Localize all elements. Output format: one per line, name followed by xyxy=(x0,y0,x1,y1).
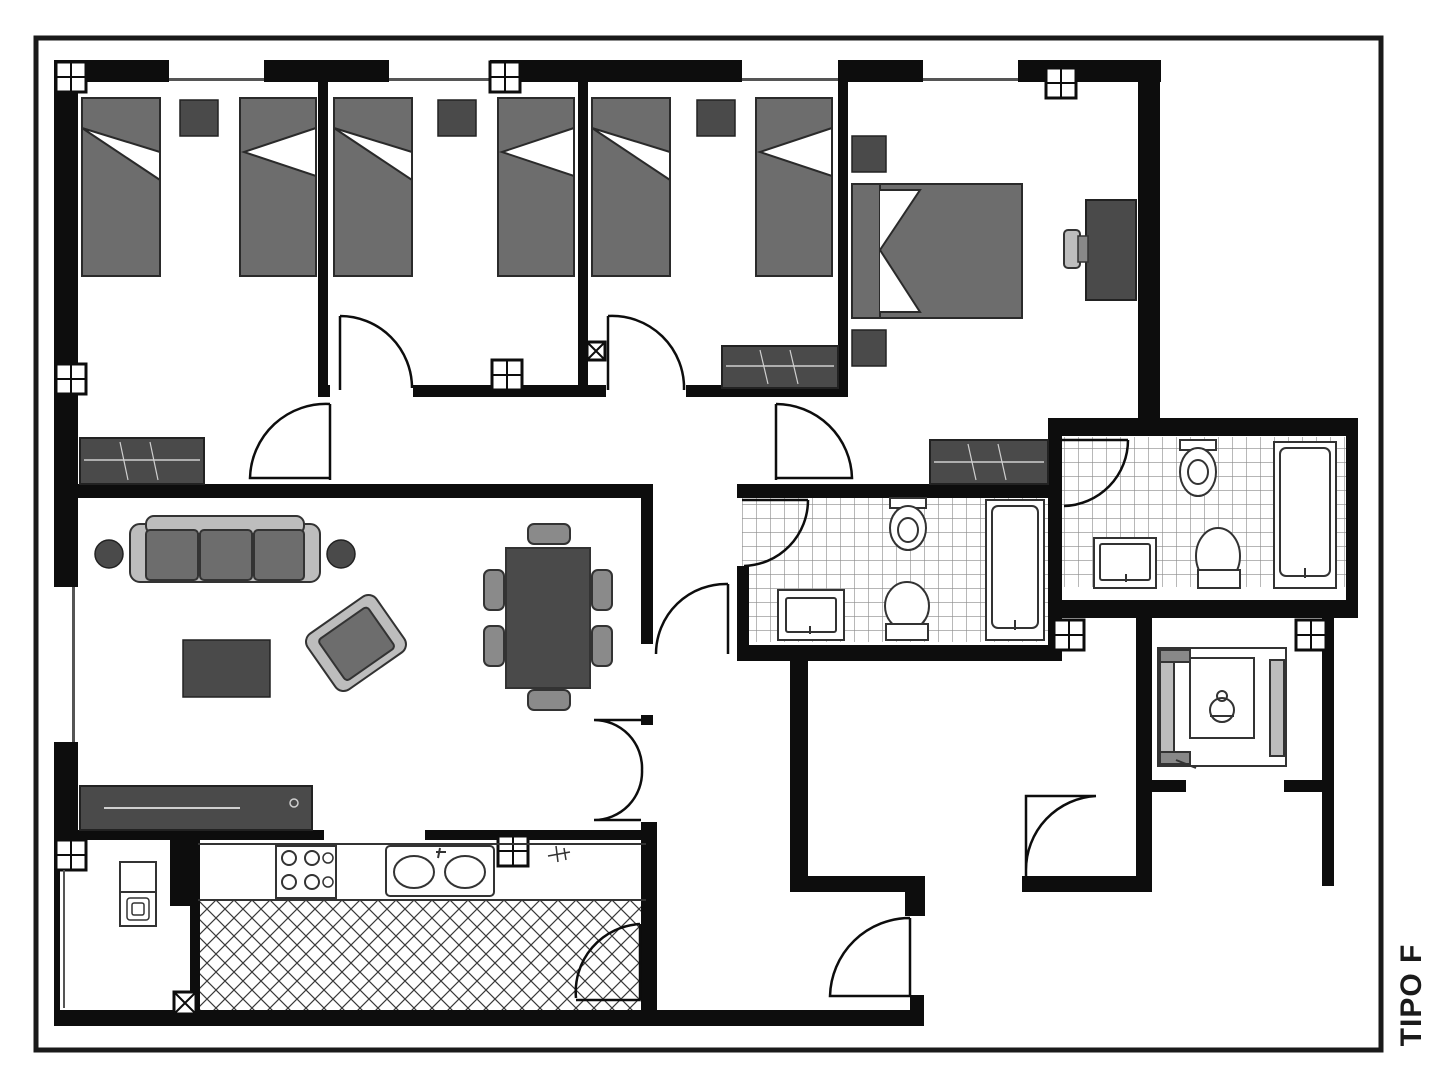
toilet-icon xyxy=(1195,527,1241,589)
door-swing-icon xyxy=(248,314,1130,1002)
tap-icon xyxy=(547,845,571,863)
armchair-icon xyxy=(305,593,407,693)
plan-type-label: TIPO F xyxy=(1392,943,1432,1047)
tv-unit-icon xyxy=(79,785,313,831)
coffee-table-icon xyxy=(182,639,271,698)
bidet-icon xyxy=(1179,439,1217,497)
kitchen-floor xyxy=(198,900,646,1010)
washing-machine-icon xyxy=(119,891,157,927)
side-table-icon xyxy=(94,539,356,569)
column-icon xyxy=(54,60,1328,1016)
drawing-frame xyxy=(33,35,1384,1053)
sink-icon xyxy=(385,845,495,897)
kitchen-counter xyxy=(198,843,646,901)
bed-icon xyxy=(81,97,833,277)
bidet-icon xyxy=(889,497,927,551)
nightstand-icon xyxy=(179,99,887,367)
accessible-toilet-icon xyxy=(1157,647,1287,769)
double-bed-icon xyxy=(851,183,1023,319)
kitchen-counter-left xyxy=(119,861,157,895)
plan-type-text: TIPO F xyxy=(1395,943,1428,1047)
sofa-icon xyxy=(129,515,321,583)
toilet-icon xyxy=(884,581,930,641)
bathtub-icon xyxy=(1273,441,1337,589)
dining-table-icon xyxy=(483,523,613,711)
washbasin-icon xyxy=(777,589,845,641)
washbasin-icon xyxy=(1093,537,1157,589)
desk-icon xyxy=(1063,199,1137,301)
wardrobe-icon xyxy=(79,345,1049,485)
cooktop-icon xyxy=(275,845,337,899)
bathtub-icon xyxy=(985,499,1045,641)
